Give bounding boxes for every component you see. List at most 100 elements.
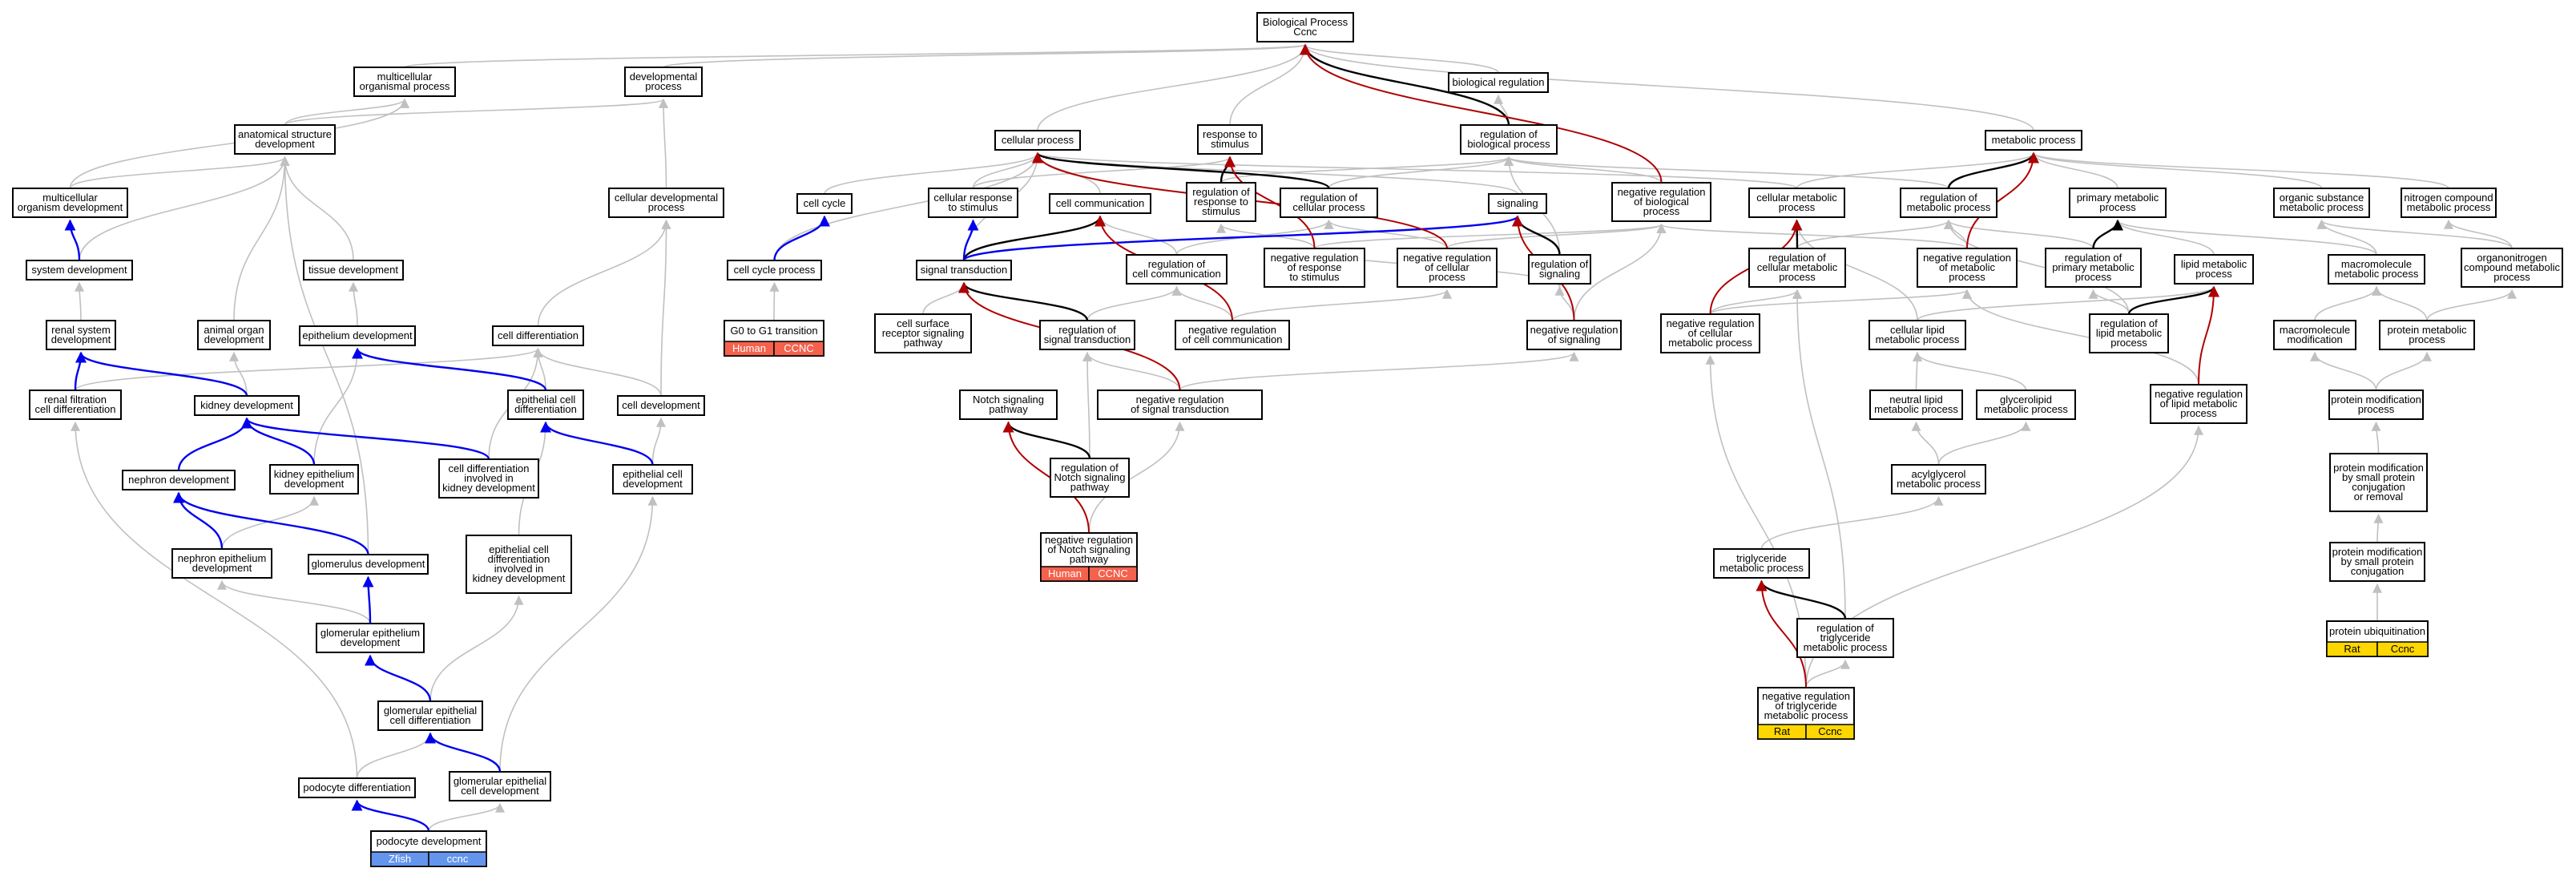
edge-epidev-to-tissue <box>349 281 359 327</box>
node-cellproc[interactable]: cellular process <box>994 130 1081 151</box>
edge-celldiff-to-celldevproc <box>537 219 671 327</box>
edge-cellcycle-to-cellproc <box>824 151 1042 195</box>
node-sysdev[interactable]: system development <box>26 260 133 281</box>
edges-layer <box>64 43 2517 832</box>
node-ccp[interactable]: cell cycle process <box>727 260 822 281</box>
node-nephron[interactable]: nephron development <box>122 470 236 490</box>
node-tissue[interactable]: tissue development <box>303 260 404 281</box>
node-kidney[interactable]: kidney development <box>194 395 300 416</box>
edge-negregcc-to-negregcell <box>1232 289 1452 321</box>
node-cellcomm[interactable]: cell communication <box>1049 193 1151 214</box>
node-celldiff[interactable]: cell differentiation <box>492 325 584 346</box>
node-box <box>2329 453 2428 512</box>
node-bioreg[interactable]: biological regulation <box>1448 72 1549 93</box>
node-label-line: of signaling <box>1548 333 1601 345</box>
node-signaling[interactable]: signaling <box>1488 193 1547 214</box>
node-label-line: signal transduction <box>921 264 1007 276</box>
edge-regcellmetab-to-regmetab <box>1796 219 1953 249</box>
node-celldev[interactable]: cell development <box>617 395 705 416</box>
node-glom[interactable]: glomerulus development <box>308 554 429 575</box>
node-metab[interactable]: metabolic process <box>1985 130 2082 151</box>
node-sigtrans[interactable]: signal transduction <box>916 260 1012 281</box>
edge-glycero-to-celllipid <box>1913 351 2027 391</box>
node-label-line: glomerular epithelial <box>454 775 546 787</box>
node-box <box>1748 248 1846 288</box>
node-label-line: regulation of <box>1300 192 1358 204</box>
edge-regtrig-to-trig <box>1756 579 1847 620</box>
node-pododiff[interactable]: podocyte differentiation <box>298 777 416 798</box>
node-epidev[interactable]: epithelium development <box>299 325 416 346</box>
edge-glomepidev-to-epicelldev <box>499 495 658 773</box>
node-label-line: negative regulation <box>1762 690 1850 702</box>
node-box <box>916 260 1012 281</box>
node-cellcycle[interactable]: cell cycle <box>796 193 853 214</box>
